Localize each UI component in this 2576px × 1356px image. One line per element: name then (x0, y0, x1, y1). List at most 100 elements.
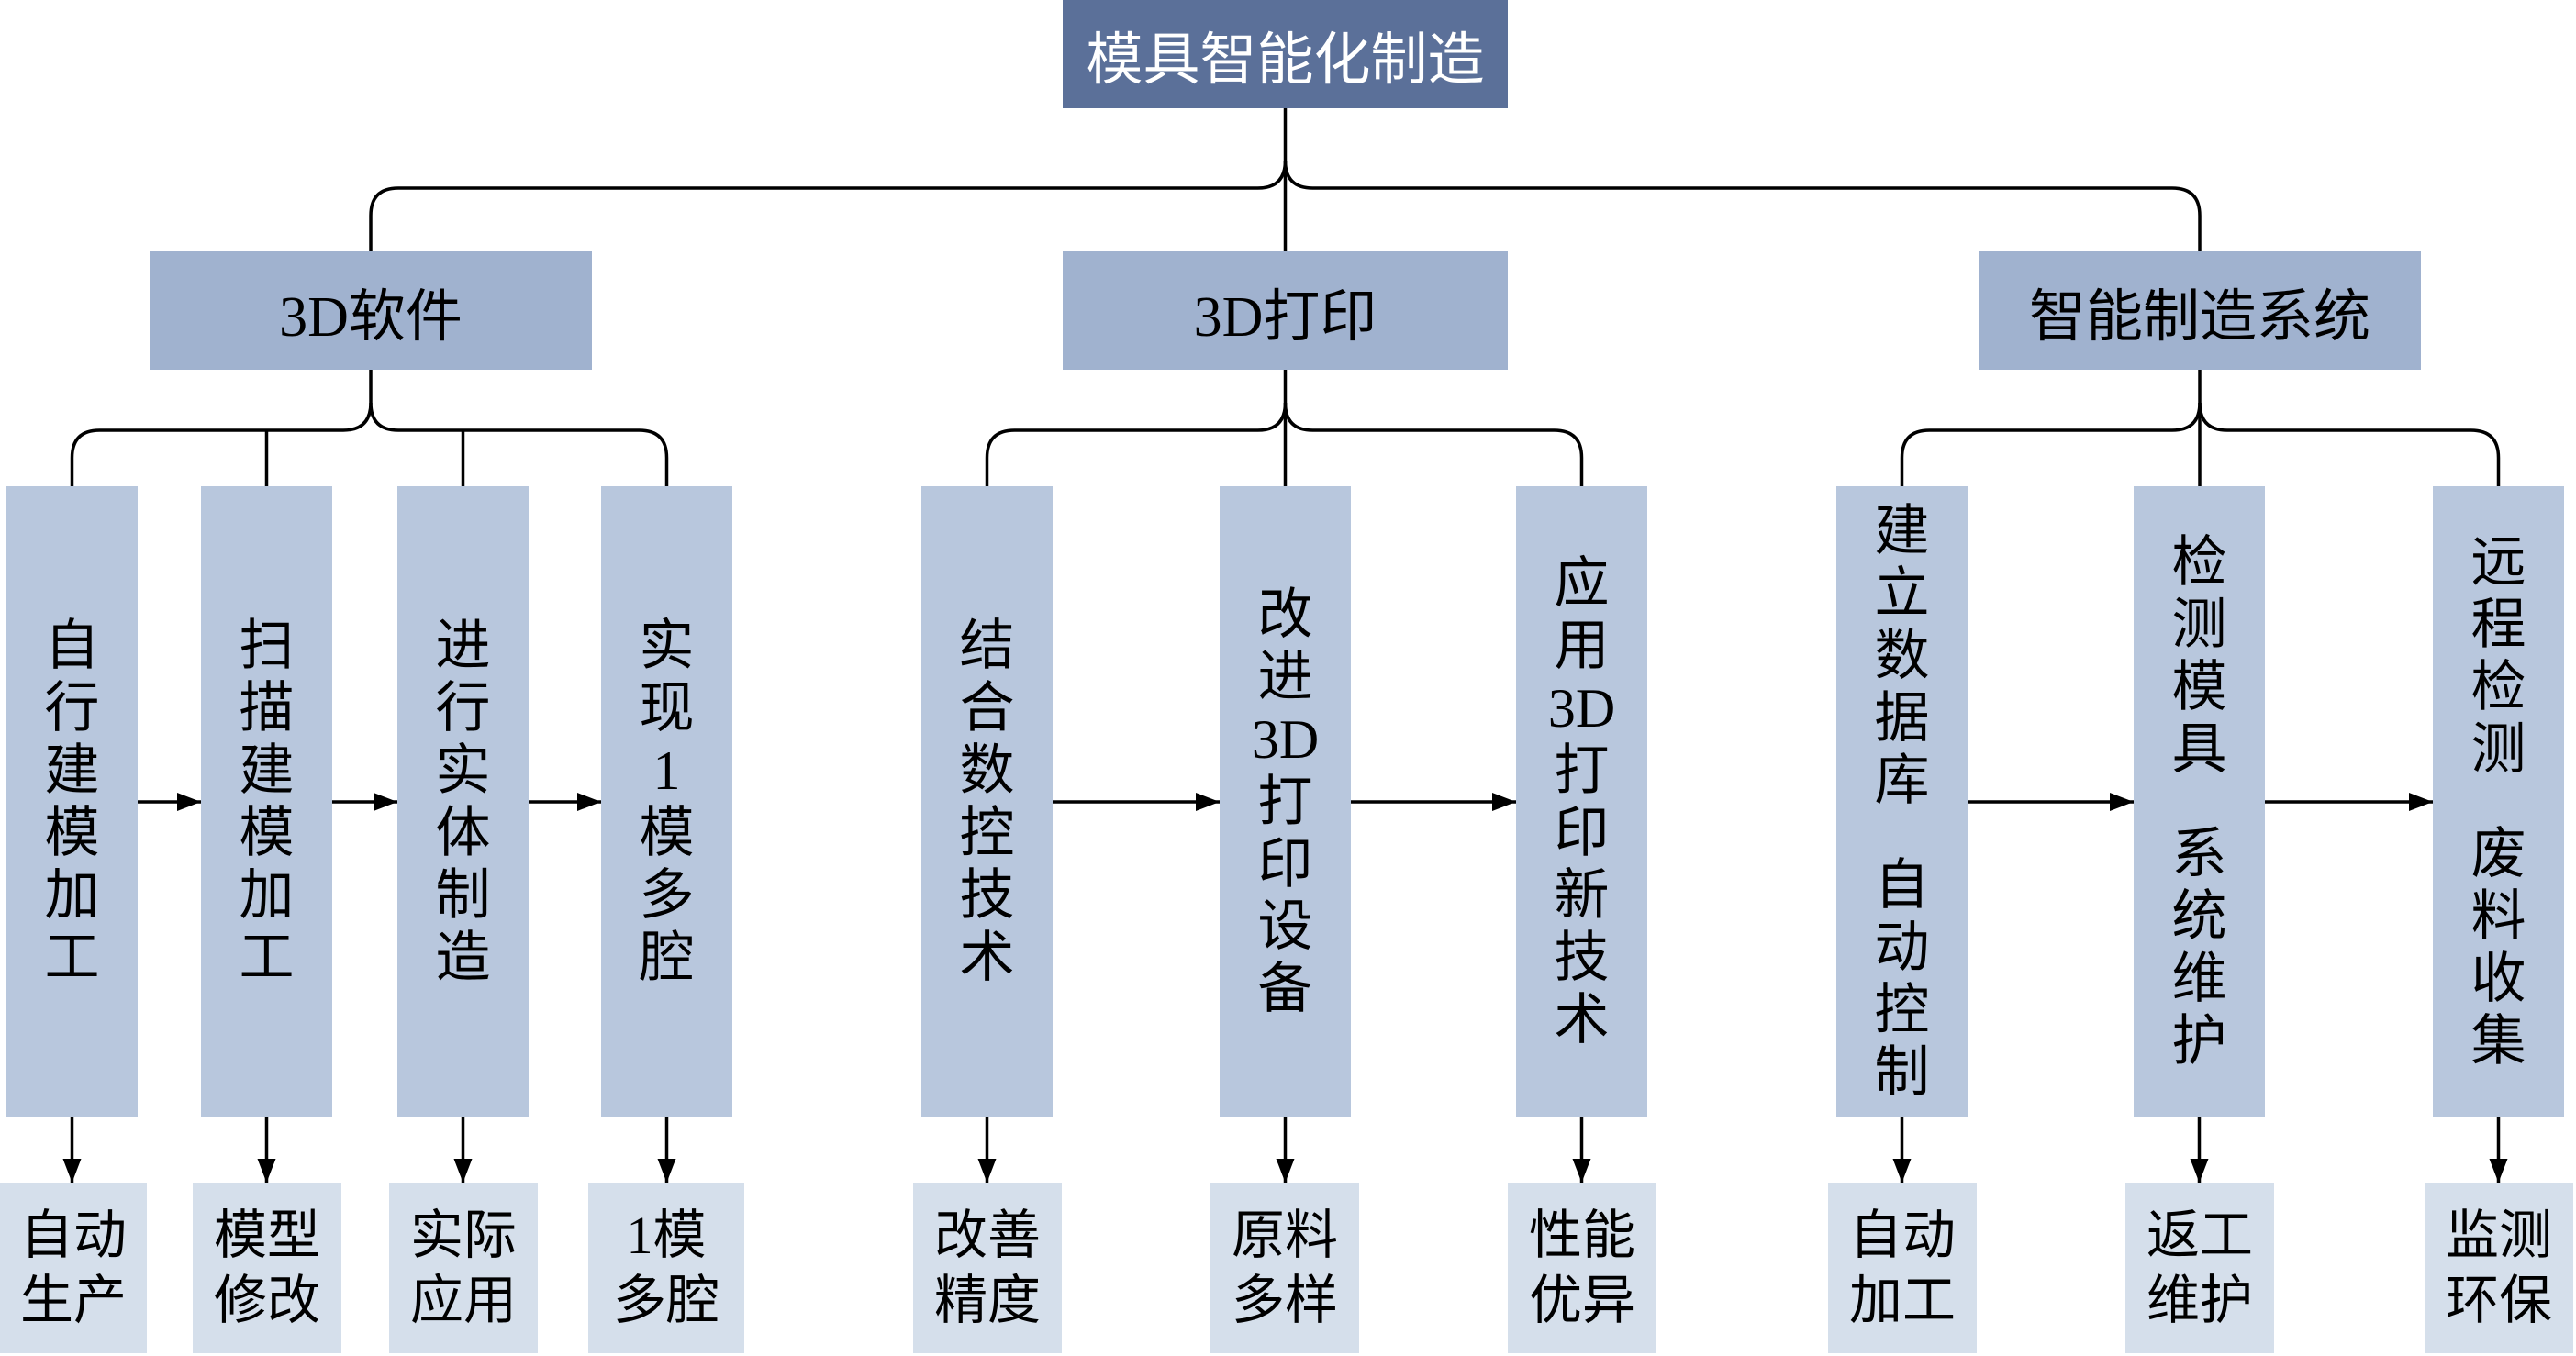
label-glyph: 控 (1874, 980, 1930, 1040)
branch-brace-right (1283, 402, 1584, 486)
label-glyph: 数 (1874, 626, 1930, 686)
label-glyph: 结 (959, 616, 1015, 676)
step-node: 进行实体制造 (397, 486, 529, 1117)
branch-brace-left (70, 402, 373, 486)
label-glyph: 数 (959, 740, 1015, 801)
label-glyph: 库 (1874, 750, 1930, 811)
label-glyph: 打 (1257, 772, 1313, 832)
label-glyph: 工 (44, 928, 100, 988)
branch-brace-right (2198, 402, 2501, 486)
step-node: 自行建模加工 (6, 486, 138, 1117)
label-glyph: 护 (2171, 1011, 2227, 1072)
label-glyph: 术 (1554, 990, 1610, 1050)
branch-node-smart-manufacturing-system: 智能制造系统 (1979, 251, 2421, 370)
label-glyph: 加 (44, 865, 100, 926)
label-glyph: 模 (2171, 657, 2227, 717)
label-glyph: 1 (652, 740, 681, 801)
label-glyph: 造 (435, 928, 491, 988)
result-node: 监测环保 (2425, 1183, 2573, 1353)
step-label: 检测模具 系统维护 (2172, 531, 2227, 1073)
label-glyph: 合 (959, 678, 1015, 739)
root-brace-right (1283, 160, 2202, 251)
label-glyph: 建 (239, 740, 295, 801)
label-glyph: 技 (1554, 928, 1610, 988)
label-glyph: 描 (239, 678, 295, 739)
label-glyph: 设 (1257, 896, 1313, 957)
label-glyph: 实 (435, 740, 491, 801)
label-glyph: 废 (2470, 824, 2526, 884)
label-glyph: 自 (1874, 855, 1930, 916)
label-glyph: 体 (435, 803, 491, 863)
label-glyph: 测 (2171, 595, 2227, 655)
branch-label: 3D软件 (279, 285, 463, 349)
branch-brace-left (1900, 402, 2202, 486)
step-node: 建立数据库 自动控制 (1836, 486, 1968, 1117)
result-node: 自动加工 (1828, 1183, 1977, 1353)
label-glyph: 收 (2470, 949, 2526, 1009)
label-glyph: 术 (959, 928, 1015, 988)
root-node: 模具智能化制造 (1063, 0, 1508, 108)
result-node: 模型修改 (193, 1183, 341, 1353)
label-glyph: 具 (2171, 719, 2227, 780)
label-glyph: 远 (2470, 532, 2526, 593)
step-node: 结合数控技术 (921, 486, 1053, 1117)
label-glyph: 3D (1547, 678, 1616, 739)
label-glyph: 系 (2171, 824, 2227, 884)
label-glyph: 进 (1257, 647, 1313, 707)
result-node: 1模多腔 (588, 1183, 744, 1353)
label-glyph: 动 (1874, 917, 1930, 978)
label-glyph: 技 (959, 865, 1015, 926)
label-glyph: 料 (2470, 886, 2526, 947)
result-label: 原料多样 (1231, 1206, 1338, 1330)
label-glyph: 建 (1874, 501, 1930, 561)
label-glyph: 加 (239, 865, 295, 926)
label-glyph: 检 (2171, 532, 2227, 593)
label-glyph: 备 (1257, 959, 1313, 1019)
branch-node-3d-printing: 3D打印 (1063, 251, 1508, 370)
result-node: 返工维护 (2125, 1183, 2274, 1353)
result-label: 监测环保 (2445, 1206, 2552, 1330)
label-glyph: 扫 (239, 616, 295, 676)
root-brace-left (369, 160, 1288, 251)
step-node: 远程检测 废料收集 (2433, 486, 2564, 1117)
label-glyph: 制 (435, 865, 491, 926)
label-glyph: 应 (1554, 553, 1610, 614)
label-glyph: 维 (2171, 949, 2227, 1009)
label-glyph: 腔 (639, 928, 695, 988)
label-glyph: 制 (1874, 1042, 1930, 1103)
label-glyph: 检 (2470, 657, 2526, 717)
label-glyph: 行 (435, 678, 491, 739)
label-glyph: 3D (1251, 709, 1320, 770)
step-label: 结合数控技术 (960, 615, 1015, 989)
label-glyph: 行 (44, 678, 100, 739)
result-label: 改善精度 (933, 1206, 1041, 1330)
label-glyph: 工 (239, 928, 295, 988)
label-glyph: 控 (959, 803, 1015, 863)
label-glyph: 自 (44, 616, 100, 676)
result-node: 性能优异 (1508, 1183, 1656, 1353)
branch-brace-right (369, 402, 669, 486)
label-glyph: 统 (2171, 886, 2227, 947)
step-label: 自行建模加工 (45, 615, 100, 989)
result-node: 原料多样 (1210, 1183, 1359, 1353)
label-glyph: 进 (435, 616, 491, 676)
branch-node-3d-software: 3D软件 (150, 251, 592, 370)
result-label: 自动生产 (19, 1206, 127, 1330)
step-label: 远程检测 废料收集 (2471, 531, 2526, 1073)
result-node: 改善精度 (913, 1183, 1062, 1353)
label-glyph: 现 (639, 678, 695, 739)
result-label: 返工维护 (2146, 1206, 2253, 1330)
label-glyph: 用 (1554, 616, 1610, 676)
step-label: 建立数据库 自动控制 (1875, 500, 1930, 1104)
label-glyph: 实 (639, 616, 695, 676)
label-glyph: 程 (2470, 595, 2526, 655)
label-glyph: 测 (2470, 719, 2526, 780)
result-label: 1模多腔 (612, 1206, 719, 1330)
result-node: 自动生产 (0, 1183, 147, 1353)
label-glyph: 模 (639, 803, 695, 863)
result-node: 实际应用 (389, 1183, 538, 1353)
